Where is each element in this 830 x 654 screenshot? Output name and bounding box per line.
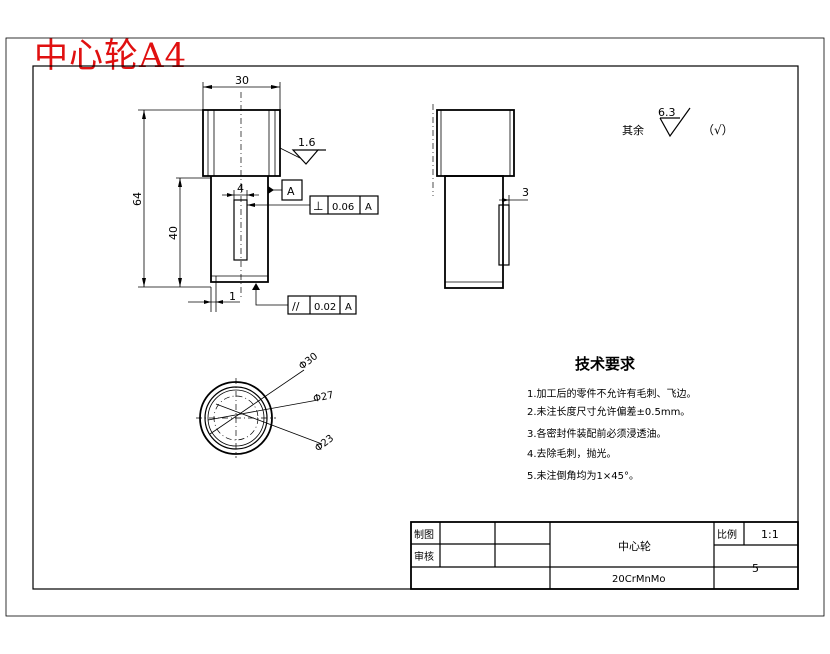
front-shaft xyxy=(210,176,269,283)
par-value: 0.02 xyxy=(314,302,336,313)
end-view: Φ30 Φ27 Φ23 xyxy=(196,351,336,458)
tb-check-label: 审核 xyxy=(414,550,434,563)
finish-face-value: 1.6 xyxy=(298,136,316,149)
other-finish: 其余 6.3 （√） xyxy=(622,106,734,138)
dim-dia-30: Φ30 xyxy=(297,351,320,372)
dim-section-3: 3 xyxy=(522,186,529,199)
keyway-slot xyxy=(233,199,248,261)
dim-40: 40 xyxy=(167,226,180,240)
front-flange xyxy=(202,109,281,177)
finish-check: （√） xyxy=(702,123,734,137)
tb-part-name: 中心轮 xyxy=(618,539,651,553)
finish-other-label: 其余 xyxy=(622,123,644,137)
par-symbol: // xyxy=(292,300,300,313)
front-view: 30 64 40 4 1 A xyxy=(131,74,379,315)
dim-dia-23: Φ23 xyxy=(313,433,336,454)
req-item-3: 3.各密封件装配前必须浸透油。 xyxy=(527,427,667,440)
title-block: 制图 审核 中心轮 20CrMnMo 比例 1:1 5 xyxy=(410,521,799,590)
dim-30: 30 xyxy=(235,74,249,87)
par-datum: A xyxy=(345,302,352,313)
req-item-4: 4.去除毛刺，抛光。 xyxy=(527,447,617,460)
inner-border xyxy=(32,65,799,590)
requirements: 技术要求 1.加工后的零件不允许有毛刺、飞边。 2.未注长度尺寸允许偏差±0.5… xyxy=(527,355,697,482)
perp-value: 0.06 xyxy=(332,202,354,213)
req-item-5: 5.未注倒角均为1×45°。 xyxy=(527,469,639,482)
perp-symbol: ⊥ xyxy=(313,199,323,213)
tb-sheet-value: 5 xyxy=(752,562,759,575)
perp-datum: A xyxy=(365,202,372,213)
overlay-title: 中心轮A4 xyxy=(34,36,188,76)
tb-scale-label: 比例 xyxy=(717,528,737,541)
dim-dia-27: Φ27 xyxy=(312,390,334,405)
tb-scale-value: 1:1 xyxy=(761,528,779,541)
finish-other-value: 6.3 xyxy=(658,106,676,119)
dim-offset-1: 1 xyxy=(229,290,236,303)
section-view: 3 xyxy=(432,104,529,289)
datum-label: A xyxy=(287,185,295,198)
req-item-1: 1.加工后的零件不允许有毛刺、飞边。 xyxy=(527,387,697,400)
dim-keyway-4: 4 xyxy=(237,182,244,195)
req-title: 技术要求 xyxy=(575,355,636,373)
req-item-2: 2.未注长度尺寸允许偏差±0.5mm。 xyxy=(527,405,690,418)
outer-border xyxy=(5,37,825,617)
tb-material: 20CrMnMo xyxy=(612,574,666,585)
tb-drawn-label: 制图 xyxy=(414,528,434,541)
dim-64: 64 xyxy=(131,192,144,206)
